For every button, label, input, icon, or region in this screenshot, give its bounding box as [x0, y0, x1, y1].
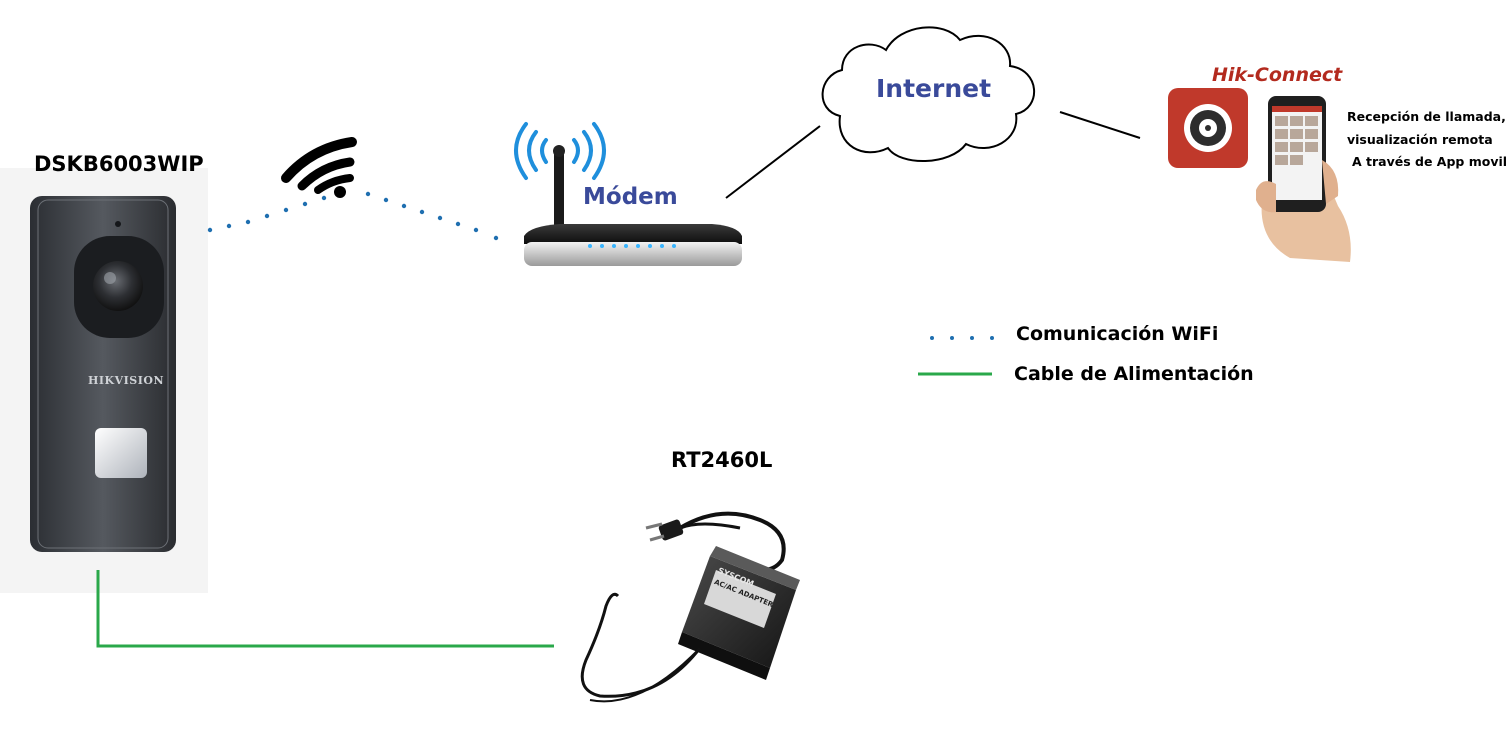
doorbell-device — [30, 196, 176, 552]
sensor-icon — [115, 221, 121, 227]
antenna-icon — [554, 148, 564, 230]
camera-lens-icon — [93, 261, 143, 311]
power-adapter-device — [580, 511, 800, 703]
internet-cloud-icon — [821, 26, 1035, 162]
antenna-signal-icon — [514, 122, 606, 180]
app-name-label: Hik-Connect — [1212, 64, 1343, 86]
doorbell-brand-text: HIKVISION — [88, 374, 165, 387]
internet-label: Internet — [876, 74, 992, 103]
app-description-line-2: visualización remota — [1347, 132, 1493, 147]
doorbell-label: DSKB6003WIP — [34, 152, 204, 176]
modem-device — [514, 122, 742, 266]
smartphone-in-hand-icon — [1256, 96, 1351, 262]
app-description-line-3: A través de App movil. — [1352, 154, 1508, 169]
legend-wifi-label: Comunicación WiFi — [1016, 323, 1219, 345]
wifi-signal-icon — [281, 137, 357, 198]
modem-label: Módem — [583, 184, 678, 210]
power-cable — [96, 570, 554, 648]
wifi-link — [207, 191, 499, 241]
legend-power-label: Cable de Alimentación — [1014, 363, 1254, 385]
hik-connect-app-icon — [1168, 88, 1248, 168]
legend-wifi-symbol — [930, 336, 994, 340]
modem-internet-link — [725, 125, 821, 199]
call-button-icon — [95, 428, 147, 478]
app-description-line-1: Recepción de llamada, — [1347, 109, 1506, 124]
internet-app-link — [1059, 111, 1141, 139]
adapter-label: RT2460L — [671, 448, 773, 472]
